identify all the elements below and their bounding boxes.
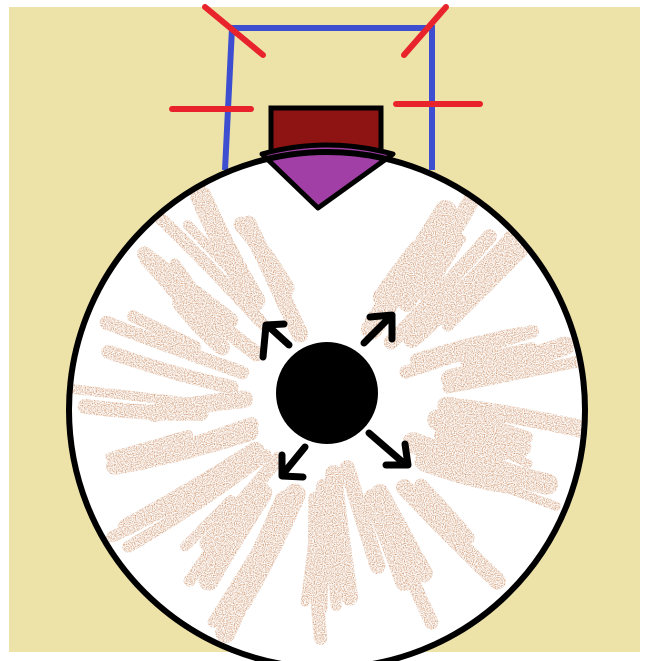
center-hub xyxy=(276,342,378,444)
streak xyxy=(315,498,321,638)
